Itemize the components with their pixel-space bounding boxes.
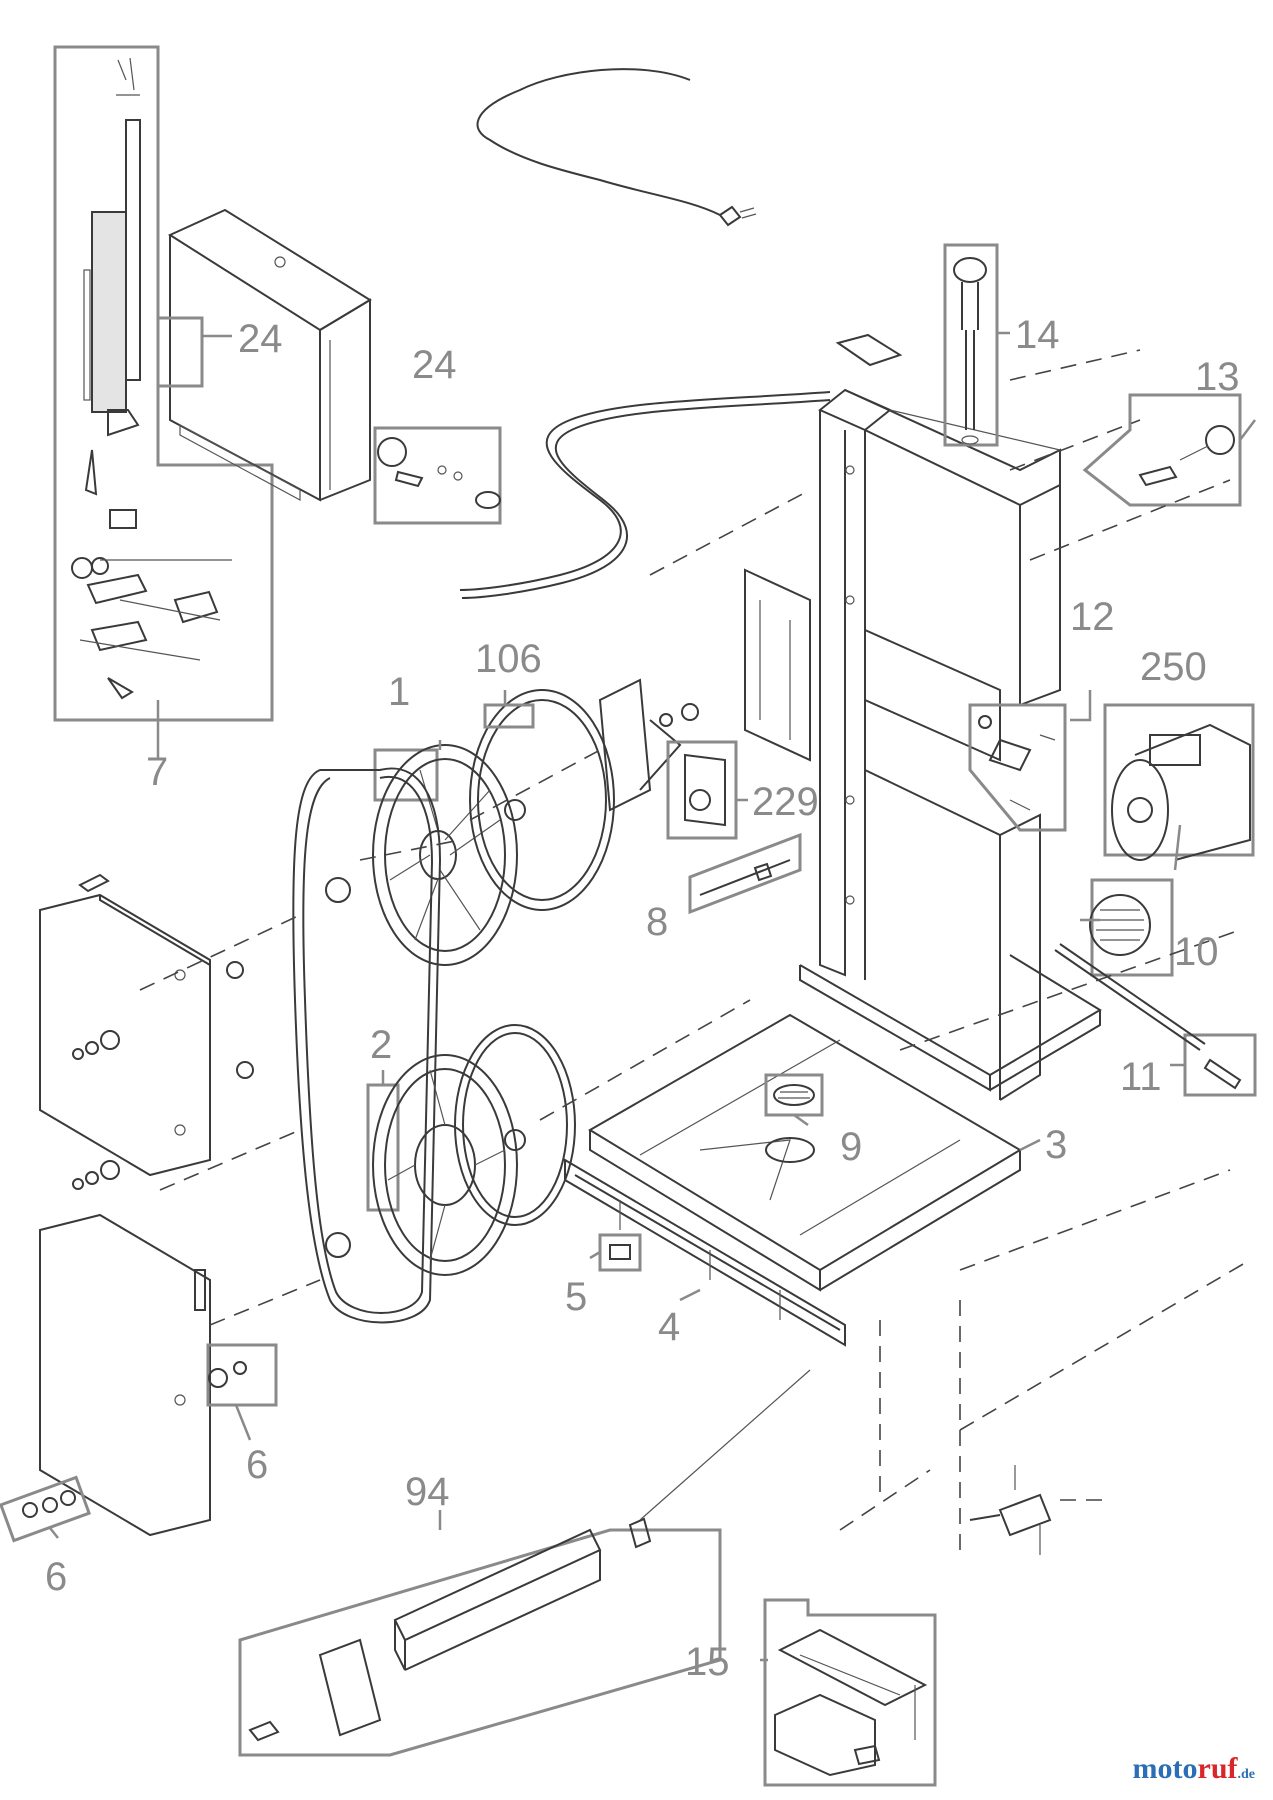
- lower-wheel: [372, 1054, 518, 1276]
- callout-229: 229: [752, 780, 819, 824]
- dust-chute: [774, 1628, 928, 1777]
- callout-leaders: [156, 419, 1256, 1127]
- callout-5: 5: [565, 1275, 587, 1319]
- lower-side-cover: [39, 1213, 211, 1537]
- callout-box-15: [763, 1598, 937, 1787]
- upper-guide-bracket: [598, 568, 811, 812]
- callout-box-13: [1082, 393, 1242, 507]
- callout-9: 9: [840, 1125, 862, 1169]
- callout-box-24a: [156, 316, 204, 388]
- alignment-lines: [139, 349, 1251, 1560]
- upper-wheel-tire: [469, 689, 615, 911]
- callout-2: 2: [370, 1023, 392, 1067]
- callout-box-1: [373, 748, 439, 802]
- saw-table: [588, 1013, 1022, 1292]
- saw-blade: [292, 767, 442, 1324]
- motoruf-watermark: motoruf.de: [1132, 1752, 1255, 1785]
- switch-229: [684, 753, 726, 827]
- callout-box-106: [483, 703, 535, 729]
- lower-guide-assembly: [248, 1369, 811, 1742]
- knob-6: [22, 1361, 247, 1518]
- callout-box-8: [688, 832, 802, 915]
- callout-box-6a: [206, 1343, 278, 1407]
- callout-box-229: [666, 740, 738, 840]
- callout-box-12: [968, 703, 1067, 832]
- callout-box-14: [943, 243, 999, 447]
- tension-rod: [953, 257, 987, 445]
- callout-box-5: [598, 1233, 642, 1272]
- callout-3: 3: [1045, 1123, 1067, 1167]
- table-insert: [773, 1084, 815, 1106]
- upper-cover: [167, 208, 372, 502]
- callout-24b: 24: [412, 343, 457, 387]
- callout-6b: 6: [45, 1555, 67, 1599]
- callout-7: 7: [146, 750, 168, 794]
- callout-box-94: [238, 1528, 722, 1757]
- hardware-left: [72, 799, 526, 1258]
- callout-15: 15: [685, 1640, 730, 1684]
- callout-labels: 1 106 2 3 4 5 6 6 7 8 9 10 11 12 13 14 1…: [45, 313, 1240, 1684]
- callout-250: 250: [1140, 645, 1207, 689]
- cable-tube: [459, 391, 831, 599]
- callout-10: 10: [1174, 930, 1219, 974]
- callout-box-250: [1103, 703, 1255, 857]
- motor: [1111, 723, 1251, 861]
- callout-24a: 24: [238, 317, 283, 361]
- lower-wheel-tire: [454, 1024, 576, 1226]
- adjustment-lever: [1054, 943, 1242, 1090]
- callout-11: 11: [1120, 1055, 1162, 1099]
- power-cord: [476, 68, 757, 227]
- callout-8: 8: [646, 900, 668, 944]
- knob-24: [377, 437, 501, 509]
- fence-clamp: [609, 1244, 631, 1260]
- fence-rail: [564, 1158, 846, 1347]
- callout-1: 1: [388, 670, 410, 714]
- callout-13: 13: [1195, 355, 1240, 399]
- callout-box-10: [1090, 878, 1174, 977]
- callout-box-11: [1183, 1033, 1257, 1097]
- callout-106: 106: [475, 637, 542, 681]
- callout-4: 4: [658, 1305, 680, 1349]
- guide-rod: [699, 859, 791, 896]
- blade-tension-bracket: [978, 715, 1056, 811]
- callout-12: 12: [1070, 595, 1115, 639]
- upper-side-cover: [39, 873, 211, 1177]
- knob-13: [1138, 425, 1235, 487]
- fan-cover: [1089, 894, 1151, 956]
- trunnion-spindle: [969, 1465, 1052, 1555]
- blade-guide-assembly-group: [53, 45, 274, 722]
- callout-6a: 6: [246, 1443, 268, 1487]
- callout-box-24b: [373, 426, 502, 525]
- callout-94: 94: [405, 1470, 450, 1514]
- main-frame: [799, 333, 1102, 1101]
- callout-14: 14: [1015, 313, 1060, 357]
- callout-box-6b: [0, 1475, 92, 1543]
- callout-box-2: [366, 1083, 400, 1212]
